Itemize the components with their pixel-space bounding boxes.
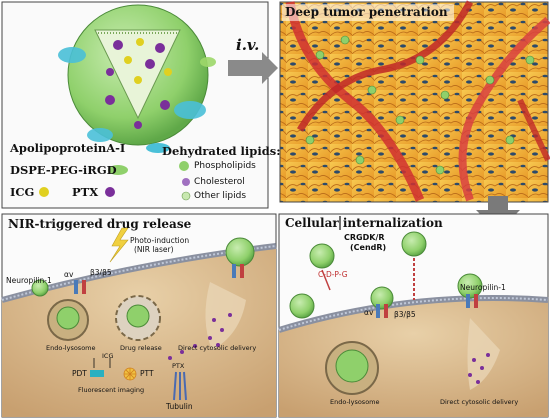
icg-label: ICG: [102, 352, 114, 360]
drug-release-label: Drug release: [120, 344, 162, 352]
photo-induction-label: Photo-induction: [130, 236, 190, 245]
lipids-title: Dehydrated lipids:: [162, 144, 281, 158]
nir-laser-bolt-icon: [109, 227, 129, 263]
icg-icon: [39, 187, 49, 197]
legend-icg: ICG: [10, 185, 35, 199]
legend-dspe: DSPE-PEG-iRGD: [10, 163, 117, 177]
endo-lysosome-label: Endo-lysosome: [330, 398, 380, 406]
lipid-other: Other lipids: [194, 191, 247, 201]
free-nanoparticle: [401, 231, 427, 257]
dspe-icon: [108, 165, 128, 175]
panel-b-title: Deep tumor penetration: [285, 5, 448, 19]
legend-ptx: PTX: [72, 185, 99, 199]
endo-lysosome-label: Endo-lysosome: [46, 344, 96, 352]
neuropilin-label: Neuropilin-1: [6, 276, 52, 285]
panel-b-tumor-penetration: [279, 0, 550, 203]
ptx-label: PTX: [172, 362, 185, 370]
bound-nanoparticle: [225, 237, 255, 267]
phospholipid-icon: [179, 161, 189, 171]
integrin-label: β3/β5: [394, 310, 416, 319]
lipid-cholesterol: Cholesterol: [194, 177, 245, 187]
alpha-label: αv: [364, 308, 374, 317]
nir-laser-label: (NIR laser): [134, 245, 174, 254]
blood-vessel: [285, 1, 425, 202]
integrin-label: β3/β5: [90, 268, 112, 277]
tubulin-label: Tubulin: [166, 402, 193, 411]
receptor-sub-label: (CendR): [350, 243, 387, 252]
neuropilin-label: Neuropilin-1: [460, 283, 506, 292]
cholesterol-icon: [182, 178, 190, 186]
penetrating-nanoparticles: [305, 35, 535, 175]
ptx-icon: [105, 187, 115, 197]
apoa1-proteins: [58, 47, 216, 142]
direct-delivery-path: [205, 282, 246, 350]
pdt-label: PDT: [72, 369, 87, 378]
bound-nanoparticle: [370, 286, 394, 310]
blood-vessel: [296, 0, 474, 132]
other-lipid-icon: [181, 191, 191, 201]
direct-delivery-path: [467, 318, 500, 390]
free-nanoparticle: [309, 243, 335, 269]
blood-vessel: [458, 16, 550, 202]
panel-d-title: NIR-triggered drug release: [8, 217, 192, 231]
panel-c-title: Cellular internalization: [285, 216, 443, 230]
arrow-a-to-b: [228, 52, 278, 84]
alpha-label: αv: [64, 270, 74, 279]
icg-molecule-icon: [90, 370, 104, 377]
receptor-label: CRGDK/R: [344, 233, 385, 242]
legend-apoa1: ApolipoproteinA-I: [10, 141, 126, 155]
panel-c-internalization: [278, 213, 549, 418]
bound-nanoparticle: [289, 293, 315, 319]
blood-vessel: [517, 98, 550, 162]
route-label: i.v.: [236, 36, 259, 54]
bound-nanoparticle: [31, 279, 49, 297]
peptide-label: C-D-P-G: [318, 270, 348, 279]
nanoparticle-cargo: [106, 38, 172, 84]
direct-delivery-label: Direct cytosolic delivery: [440, 398, 519, 406]
lipid-phospholipids: Phospholipids: [194, 161, 256, 171]
direct-delivery-label: Direct cytosolic delivery: [178, 344, 257, 352]
panel-a-nanoparticle-legend: i.v.: [1, 1, 269, 209]
fluorescent-imaging-label: Fluorescent imaging: [78, 386, 145, 394]
apoa1-icon: [146, 143, 170, 153]
panel-d-drug-release: [1, 213, 277, 418]
tubulin-icon: [173, 371, 187, 401]
ptt-label: PTT: [140, 369, 154, 378]
